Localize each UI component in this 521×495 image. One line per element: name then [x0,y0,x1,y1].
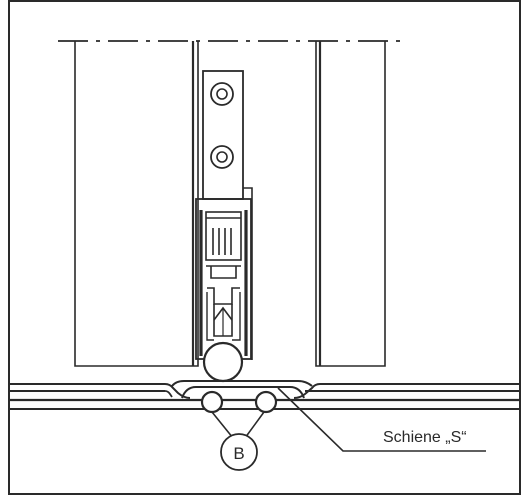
screw-top [210,82,234,106]
right-door-panel [315,41,386,367]
rail-leader-line [277,387,486,452]
guide-housing [195,198,252,360]
left-door-panel [74,41,199,367]
rail-label: Schiene „S“ [383,429,467,446]
callout-circle [220,433,258,471]
callout-label: B [233,444,244,463]
spring-lines [212,228,232,255]
outer-frame [8,0,521,495]
callout-b: B [211,411,265,471]
panel-edge-lines [191,41,322,366]
latch-mechanism [206,265,241,341]
support-wheel-left [200,390,224,414]
screw-bottom [210,145,234,169]
rail-annotation: Schiene „S“ [277,387,486,452]
support-wheel-right [254,390,278,414]
guide-roller [202,341,244,383]
